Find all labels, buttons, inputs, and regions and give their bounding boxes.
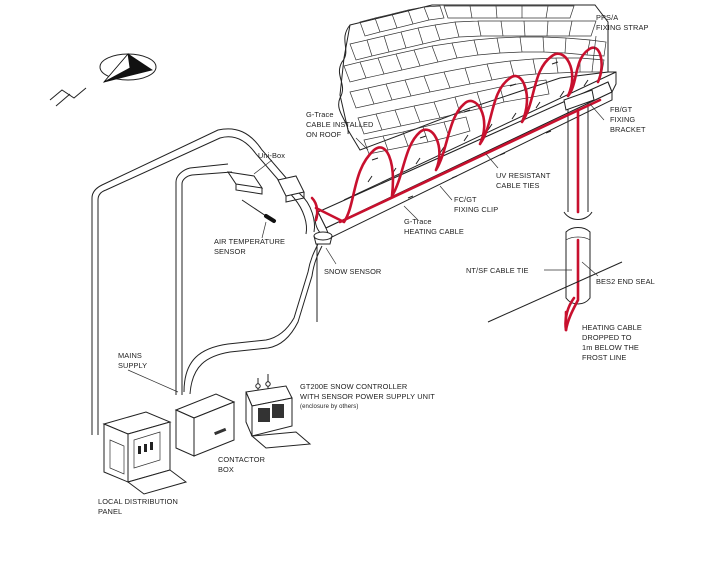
labels: PPS/A FIXING STRAP FB/GT FIXING BRACKET … — [98, 13, 655, 516]
label-contactor-2: BOX — [218, 465, 234, 474]
label-gt200e-2: WITH SENSOR POWER SUPPLY UNIT — [300, 392, 435, 401]
label-gt200e-3: (enclosure by others) — [300, 404, 358, 410]
leader-lines — [127, 35, 605, 393]
distribution-panel — [102, 411, 188, 495]
label-fc-gt: FC/GT — [454, 195, 477, 204]
air-temperature-sensor — [241, 199, 276, 223]
heating-cable — [310, 46, 603, 332]
label-fb-gt: FB/GT — [610, 105, 633, 114]
label-fc-gt-2: FIXING CLIP — [454, 205, 498, 214]
label-air-sensor: AIR TEMPERATURE — [214, 237, 285, 246]
label-drop-3: 1m BELOW THE — [582, 343, 639, 352]
label-bes2: BES2 END SEAL — [596, 277, 655, 286]
label-mains: MAINS — [118, 351, 142, 360]
label-uv-ties: UV RESISTANT — [496, 171, 551, 180]
label-drop: HEATING CABLE — [582, 323, 642, 332]
label-pps-a-2: FIXING STRAP — [596, 23, 649, 32]
label-drop-4: FROST LINE — [582, 353, 626, 362]
label-gtrace-roof: G-Trace — [306, 110, 334, 119]
label-snow-sensor: SNOW SENSOR — [324, 267, 381, 276]
compass-icon — [49, 53, 157, 107]
label-fb-gt-3: BRACKET — [610, 125, 646, 134]
label-air-sensor-2: SENSOR — [214, 247, 246, 256]
conduits — [91, 128, 323, 435]
label-contactor: CONTACTOR — [218, 455, 265, 464]
contactor-box — [174, 393, 236, 457]
label-gtrace-heating: G-Trace — [404, 217, 432, 226]
label-gtrace-roof-3: ON ROOF — [306, 130, 342, 139]
label-distribution-panel: LOCAL DISTRIBUTION — [98, 497, 178, 506]
label-unibox: Uni-Box — [258, 151, 285, 160]
label-gt200e: GT200E SNOW CONTROLLER — [300, 382, 407, 391]
label-mains-2: SUPPLY — [118, 361, 147, 370]
fixing-clips — [371, 61, 559, 199]
label-nt-sf: NT/SF CABLE TIE — [466, 266, 529, 275]
ground-line — [487, 261, 623, 323]
north-letter — [49, 87, 87, 107]
label-gtrace-heating-2: HEATING CABLE — [404, 227, 464, 236]
unibox — [226, 171, 305, 203]
roof — [338, 4, 609, 155]
label-drop-2: DROPPED TO — [582, 333, 632, 342]
label-gtrace-roof-2: CABLE INSTALLED — [306, 120, 374, 129]
snow-sensor — [313, 231, 333, 322]
label-pps-a: PPS/A — [596, 13, 618, 22]
label-distribution-panel-2: PANEL — [98, 507, 122, 516]
label-fb-gt-2: FIXING — [610, 115, 635, 124]
gt200e-controller — [245, 381, 312, 449]
label-uv-ties-2: CABLE TIES — [496, 181, 540, 190]
